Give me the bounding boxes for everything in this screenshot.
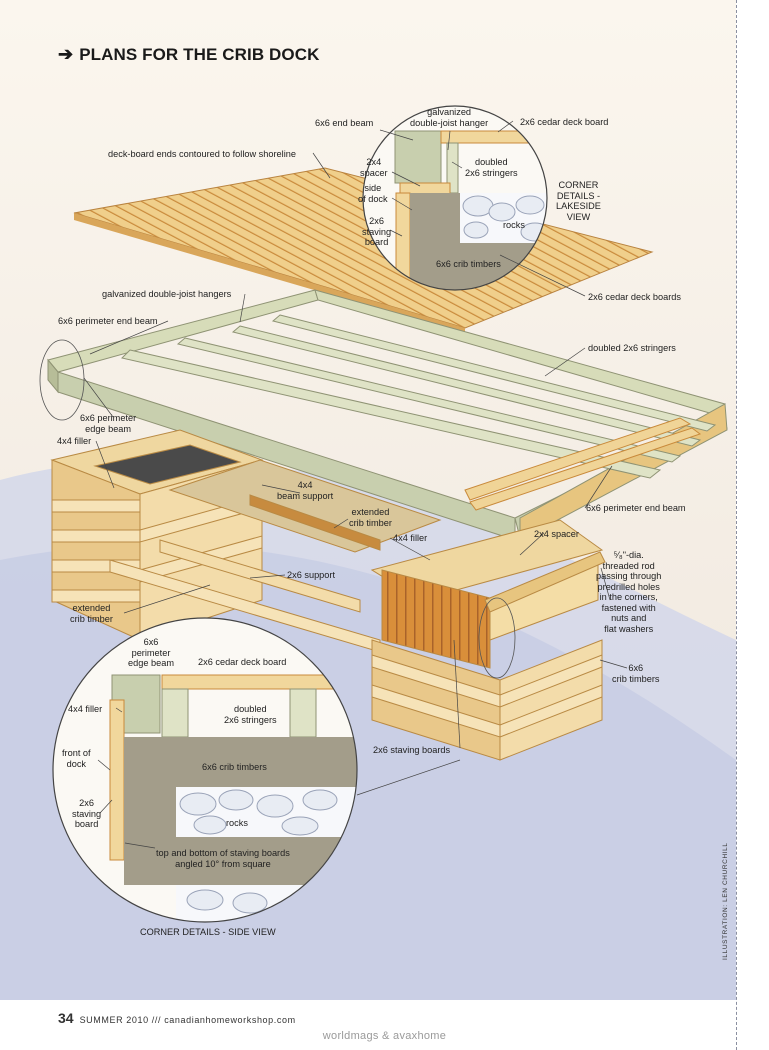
- page-edge-divider: [736, 0, 737, 1050]
- side-view-detail-inset: [52, 617, 358, 923]
- label-perimeter-end-beam-right: 6x6 perimeter end beam: [586, 503, 686, 513]
- leader-lines: [83, 120, 628, 849]
- label-rocks-side: rocks: [226, 818, 248, 828]
- label-doubled-stringers-side: doubled 2x6 stringers: [224, 704, 277, 725]
- page-title-text: PLANS FOR THE CRIB DOCK: [79, 45, 320, 64]
- label-cedar-deck-boards: 2x6 cedar deck boards: [588, 292, 681, 302]
- label-doubled-stringers-top: doubled 2x6 stringers: [465, 157, 518, 178]
- label-perimeter-end-beam-left: 6x6 perimeter end beam: [58, 316, 158, 326]
- label-front-of-dock: front of dock: [62, 748, 91, 769]
- illustration-credit: ILLUSTRATION: LEN CHURCHILL: [722, 842, 729, 960]
- label-galv-hanger: galvanized double-joist hanger: [410, 107, 489, 128]
- label-crib-timbers-top: 6x6 crib timbers: [436, 259, 501, 269]
- beam-supports: [109, 459, 442, 653]
- label-beam-support: 4x4 beam support: [277, 480, 334, 501]
- label-corner-lakeside: CORNER DETAILS - LAKESIDE VIEW: [556, 180, 601, 222]
- label-staving-board-top: 2x6 staving board: [362, 216, 392, 247]
- watermark: worldmags & avaxhome: [322, 1030, 447, 1042]
- label-filler-center: 4x4 filler: [393, 533, 428, 543]
- label-cedar-deck-board: 2x6 cedar deck board: [520, 117, 609, 127]
- label-edge-beam-side: 6x6 perimeter edge beam: [128, 637, 174, 668]
- dock-frame: [47, 289, 728, 541]
- arrow-right-icon: ➔: [58, 44, 74, 64]
- label-filler-left: 4x4 filler: [57, 436, 92, 446]
- label-rocks-top: rocks: [503, 220, 525, 230]
- deck-boards: [73, 167, 654, 334]
- page-footer: 34 SUMMER 2010 /// canadianhomeworkshop.c…: [58, 1010, 296, 1026]
- highlight-ellipse-right: [478, 597, 516, 679]
- label-staving-boards: 2x6 staving boards: [373, 745, 451, 755]
- label-extended-crib-timber-center: extended crib timber: [349, 507, 392, 528]
- label-cedar-deck-board-side: 2x6 cedar deck board: [198, 657, 287, 667]
- lakeside-detail-inset: [362, 105, 548, 291]
- label-galv-hangers: galvanized double-joist hangers: [102, 289, 232, 299]
- page-number: 34: [58, 1010, 74, 1026]
- label-crib-timbers-side: 6x6 crib timbers: [202, 762, 267, 772]
- label-perimeter-edge-beam: 6x6 perimeter edge beam: [80, 413, 137, 434]
- label-spacer-top: 2x4 spacer: [360, 157, 388, 178]
- label-doubled-stringers: doubled 2x6 stringers: [588, 343, 676, 353]
- label-spacer-2x4: 2x4 spacer: [534, 529, 579, 539]
- label-angled-note: top and bottom of staving boards angled …: [156, 848, 290, 869]
- page-title: ➔ PLANS FOR THE CRIB DOCK: [58, 44, 320, 65]
- label-staving-board-side: 2x6 staving board: [72, 798, 102, 829]
- label-filler-side: 4x4 filler: [68, 704, 103, 714]
- label-crib-timbers: 6x6 crib timbers: [612, 663, 660, 684]
- label-extended-crib-timber-left: extended crib timber: [70, 603, 113, 624]
- label-deck-ends: deck-board ends contoured to follow shor…: [108, 149, 296, 159]
- label-corner-side: CORNER DETAILS - SIDE VIEW: [140, 927, 276, 937]
- label-threaded-rod: ⁵⁄₈"-dia. threaded rod passing through p…: [596, 550, 662, 634]
- label-end-beam: 6x6 end beam: [315, 118, 374, 128]
- label-side-of-dock: side of dock: [358, 183, 388, 204]
- highlight-ellipse-left: [39, 339, 85, 421]
- right-crib: [370, 519, 606, 761]
- label-support-2x6: 2x6 support: [287, 570, 336, 580]
- footer-issue: SUMMER 2010 /// canadianhomeworkshop.com: [79, 1015, 296, 1025]
